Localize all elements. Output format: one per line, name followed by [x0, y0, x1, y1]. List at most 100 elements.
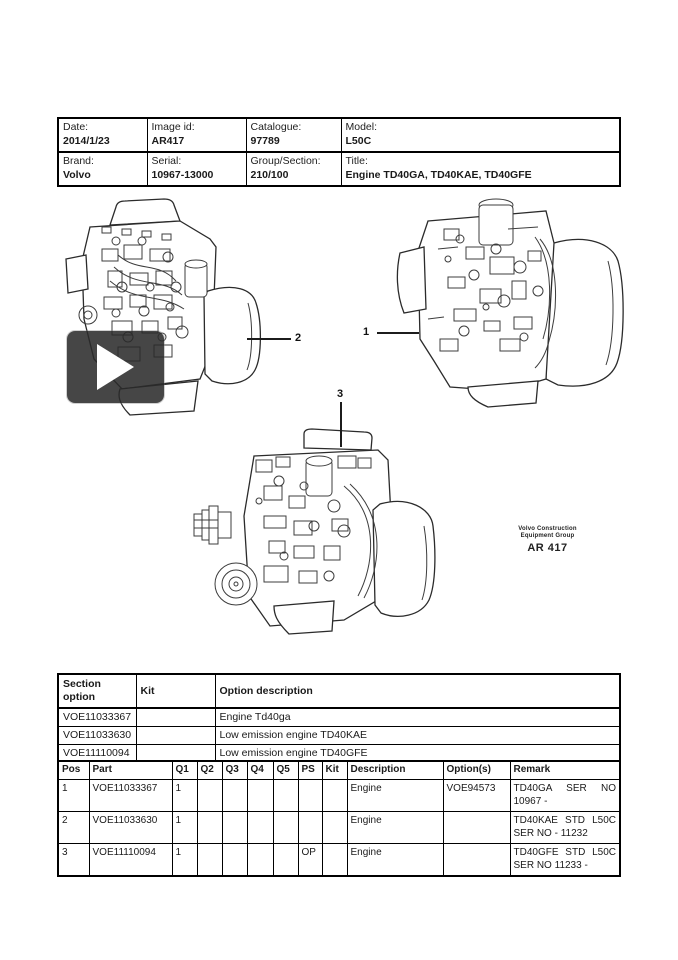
title-label: Title: — [345, 155, 368, 167]
group-section-value: 210/100 — [250, 169, 289, 181]
col-q2: Q2 — [196, 760, 223, 780]
table-row: VOE11033367 Engine Td40ga — [57, 707, 621, 727]
brand-label: Brand: — [63, 155, 94, 167]
title-cell: Title: Engine TD40GA, TD40KAE, TD40GFE — [340, 151, 621, 187]
part-cell: VOE11033630 — [88, 811, 173, 844]
serial-cell: Serial: 10967-13000 — [146, 151, 247, 187]
description-cell: Engine — [346, 811, 444, 844]
col-ps: PS — [297, 760, 323, 780]
date-value: 2014/1/23 — [63, 135, 110, 147]
col-section-option: Section option — [57, 673, 137, 709]
option-description-value: Low emission engine TD40KAE — [214, 726, 621, 745]
table-header-row: Pos Part Q1 Q2 Q3 Q4 Q5 PS Kit Descripti… — [57, 760, 621, 780]
callout-line-3 — [340, 402, 342, 447]
group-section-label: Group/Section: — [250, 155, 321, 167]
col-description: Description — [346, 760, 444, 780]
q5-cell — [272, 779, 299, 812]
q3-cell — [221, 779, 248, 812]
remark-cell: TD40GFE STD L50C SER NO 11233 - — [509, 843, 621, 877]
section-option-table: Section option Kit Option description VO… — [57, 673, 621, 764]
kit-cell — [321, 843, 348, 877]
pos-cell: 1 — [57, 779, 90, 812]
col-q3: Q3 — [221, 760, 248, 780]
q3-cell — [221, 811, 248, 844]
description-cell: Engine — [346, 843, 444, 877]
q5-cell — [272, 843, 299, 877]
pos-cell: 2 — [57, 811, 90, 844]
model-label: Model: — [345, 121, 378, 133]
callout-line-2 — [247, 338, 291, 340]
q4-cell — [246, 811, 274, 844]
ps-cell — [297, 779, 323, 812]
brand-block: Volvo Construction Equipment Group AR 41… — [500, 526, 595, 554]
part-cell: VOE11033367 — [88, 779, 173, 812]
option-description-value: Engine Td40ga — [214, 707, 621, 727]
date-label: Date: — [63, 121, 89, 133]
image-id-cell: Image id: AR417 — [146, 117, 247, 153]
table-row: Date: 2014/1/23 Image id: AR417 Catalogu… — [57, 117, 621, 153]
table-row: VOE11033630 Low emission engine TD40KAE — [57, 726, 621, 745]
q4-cell — [246, 779, 274, 812]
table-header-row: Section option Kit Option description — [57, 673, 621, 709]
header-info-table: Date: 2014/1/23 Image id: AR417 Catalogu… — [57, 117, 621, 187]
kit-cell — [321, 779, 348, 812]
q2-cell — [196, 811, 223, 844]
part-cell: VOE11110094 — [88, 843, 173, 877]
brand-name-line2: Equipment Group — [520, 533, 575, 539]
col-remark: Remark — [509, 760, 621, 780]
catalogue-label: Catalogue: — [250, 121, 302, 133]
callout-label-3: 3 — [337, 388, 344, 400]
kit-value — [135, 726, 216, 745]
pos-cell: 3 — [57, 843, 90, 877]
col-q5: Q5 — [272, 760, 299, 780]
callout-line-1 — [377, 332, 419, 334]
engine-diagram-1 — [396, 198, 624, 408]
q1-cell: 1 — [171, 779, 198, 812]
table-row: 1 VOE11033367 1 Engine VOE94573 TD40GA S… — [57, 779, 621, 812]
brand-cell: Brand: Volvo — [57, 151, 148, 187]
col-q4: Q4 — [246, 760, 274, 780]
options-cell — [442, 843, 511, 877]
q2-cell — [196, 843, 223, 877]
catalogue-value: 97789 — [250, 135, 280, 147]
date-cell: Date: 2014/1/23 — [57, 117, 148, 153]
q1-cell: 1 — [171, 811, 198, 844]
q3-cell — [221, 843, 248, 877]
table-row: 3 VOE11110094 1 OP Engine TD40GFE STD L5… — [57, 843, 621, 877]
engine-diagram-3 — [193, 428, 436, 635]
remark-cell: TD40GA SER NO 10967 - — [509, 779, 621, 812]
callout-label-2: 2 — [295, 332, 302, 344]
catalogue-cell: Catalogue: 97789 — [245, 117, 342, 153]
options-cell: VOE94573 — [442, 779, 511, 812]
section-option-value: VOE11033367 — [57, 707, 137, 727]
table-row: Brand: Volvo Serial: 10967-13000 Group/S… — [57, 151, 621, 187]
col-option-description: Option description — [214, 673, 621, 709]
brand-value: Volvo — [63, 169, 91, 181]
serial-label: Serial: — [151, 155, 182, 167]
serial-value: 10967-13000 — [151, 169, 214, 181]
q5-cell — [272, 811, 299, 844]
col-kit: Kit — [135, 673, 216, 709]
q2-cell — [196, 779, 223, 812]
play-icon — [97, 344, 134, 390]
col-kit: Kit — [321, 760, 348, 780]
col-pos: Pos — [57, 760, 90, 780]
video-play-button[interactable] — [67, 331, 164, 403]
image-id-label: Image id: — [151, 121, 195, 133]
image-id-value: AR417 — [151, 135, 185, 147]
model-cell: Model: L50C — [340, 117, 621, 153]
kit-value — [135, 707, 216, 727]
page-title: Engine TD40GA, TD40KAE, TD40GFE — [345, 169, 532, 181]
table-row: 2 VOE11033630 1 Engine TD40KAE STD L50C … — [57, 811, 621, 844]
description-cell: Engine — [346, 779, 444, 812]
q4-cell — [246, 843, 274, 877]
col-part: Part — [88, 760, 173, 780]
q1-cell: 1 — [171, 843, 198, 877]
kit-cell — [321, 811, 348, 844]
remark-cell: TD40KAE STD L50C SER NO - 11232 — [509, 811, 621, 844]
brand-name-line1: Volvo Construction — [518, 526, 577, 532]
col-options: Option(s) — [442, 760, 511, 780]
options-cell — [442, 811, 511, 844]
parts-table: Pos Part Q1 Q2 Q3 Q4 Q5 PS Kit Descripti… — [57, 760, 621, 877]
